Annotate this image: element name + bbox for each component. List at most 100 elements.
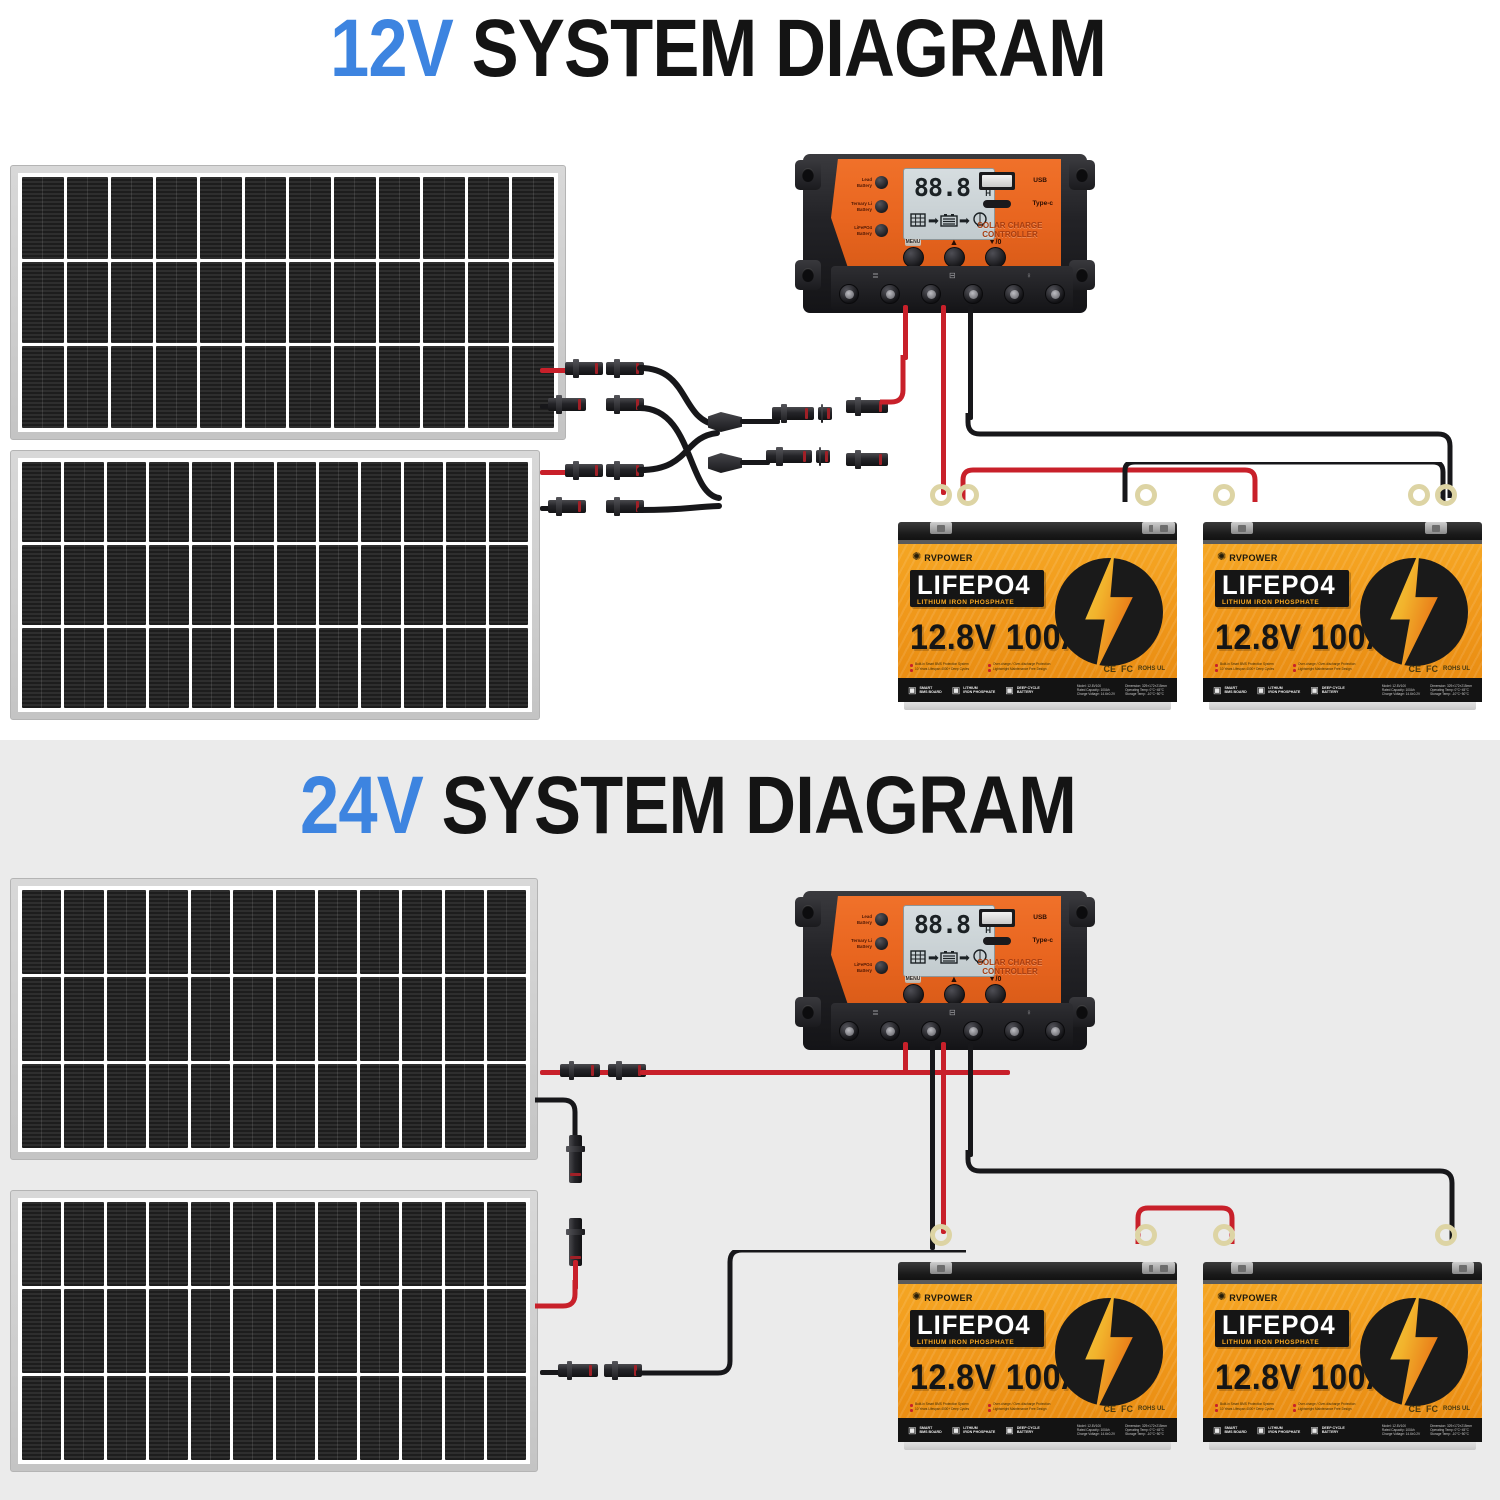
lcd-unit-hours: H bbox=[985, 926, 991, 935]
battery-specs-left: Model: 12.8V100 Rated Capacity: 100Ah Ch… bbox=[1382, 684, 1420, 697]
sun-icon: ✺ bbox=[1217, 551, 1227, 563]
terminal-load-positive[interactable] bbox=[1003, 284, 1024, 304]
solar-cell bbox=[148, 890, 188, 974]
solar-cell bbox=[64, 628, 104, 708]
lcd-value: 88.8 bbox=[913, 910, 971, 939]
terminal-pv-negative[interactable] bbox=[880, 284, 901, 304]
menu-button[interactable]: MENU bbox=[899, 239, 927, 268]
sun-icon: ✺ bbox=[1217, 1291, 1227, 1303]
terminal-load-positive[interactable] bbox=[1003, 1021, 1024, 1041]
up-button-dot[interactable] bbox=[943, 247, 965, 268]
led-indicator bbox=[875, 176, 888, 189]
battery-terminal-lug bbox=[1231, 522, 1253, 534]
down-button[interactable]: ▼/0 bbox=[981, 239, 1009, 268]
down-button-dot[interactable] bbox=[984, 247, 1006, 268]
battery-bullet: 10 Years Lifespan 4000+ Deep Cycles bbox=[1215, 667, 1287, 672]
controller-buttons: MENU ▲ ▼/0 bbox=[899, 237, 1009, 268]
feature-line2: IRON PHOSPHATE bbox=[963, 1430, 996, 1434]
solar-cell bbox=[191, 1202, 231, 1286]
title-rest-24v: SYSTEM DIAGRAM bbox=[422, 760, 1077, 851]
feature-line2: BATTERY bbox=[1321, 1430, 1339, 1434]
solar-cell bbox=[148, 1064, 188, 1148]
led-indicator bbox=[875, 961, 888, 974]
cycle-icon: ▣ bbox=[1005, 1424, 1014, 1435]
feature-line1: LITHIUM bbox=[1268, 1425, 1283, 1430]
solar-cell bbox=[22, 545, 62, 625]
solar-cell bbox=[378, 177, 421, 259]
solar-cell bbox=[361, 545, 401, 625]
terminal-battery-positive[interactable] bbox=[921, 1021, 942, 1041]
ring-terminal bbox=[957, 484, 979, 506]
terminal-load-negative[interactable] bbox=[1044, 1021, 1065, 1041]
spec-line: Operating Temp: 0°C~45°C bbox=[1125, 1427, 1164, 1432]
down-button-dot[interactable] bbox=[984, 984, 1006, 1005]
pv-positive-run-to-controller bbox=[640, 1070, 1010, 1075]
solar-cell bbox=[402, 1376, 442, 1460]
terminal-pv-positive[interactable] bbox=[839, 284, 859, 304]
solar-cell bbox=[334, 261, 376, 344]
usb-port-label: USB bbox=[1033, 914, 1047, 921]
spec-line: Model: 12.8V100 bbox=[1381, 1423, 1407, 1428]
solar-cell bbox=[402, 1202, 442, 1286]
feature-line1: LITHIUM bbox=[963, 1425, 978, 1430]
terminal-pv-negative[interactable] bbox=[880, 1021, 901, 1041]
menu-button-dot[interactable] bbox=[902, 247, 924, 268]
solar-cell bbox=[402, 1289, 442, 1373]
up-button-dot[interactable] bbox=[943, 984, 965, 1005]
usb-port[interactable] bbox=[979, 909, 1015, 927]
solar-cell bbox=[233, 890, 273, 974]
feature-line2: IRON PHOSPHATE bbox=[1268, 1430, 1301, 1434]
terminal-pv-positive[interactable] bbox=[839, 1021, 859, 1041]
certification-marks: CE FC ROHS UL bbox=[1408, 664, 1470, 674]
battery-bullet: 10 Years Lifespan 4000+ Deep Cycles bbox=[910, 1407, 982, 1412]
battery-top-cover bbox=[898, 1262, 1177, 1284]
up-button-cap: ▲ bbox=[949, 237, 959, 247]
terminal-load-negative[interactable] bbox=[1044, 284, 1065, 304]
terminal-strip: ≣ ⊟ ♀ bbox=[831, 266, 1073, 310]
type-c-port[interactable] bbox=[983, 937, 1011, 945]
mode-label-line2: Battery bbox=[856, 230, 872, 236]
battery-model-badge: LIFEPO4 LITHIUM IRON PHOSPHATE bbox=[1215, 570, 1349, 607]
pv-negative-to-controller bbox=[930, 1042, 935, 1250]
panel4-negative-lead bbox=[540, 1370, 562, 1375]
menu-button[interactable]: MENU bbox=[899, 976, 927, 1005]
lightning-bolt-icon bbox=[1085, 550, 1133, 674]
menu-button-dot[interactable] bbox=[902, 984, 924, 1005]
terminal-battery-positive[interactable] bbox=[921, 284, 942, 304]
solar-panel-icon bbox=[908, 210, 928, 230]
solar-cell bbox=[444, 1064, 484, 1148]
type-c-port[interactable] bbox=[983, 200, 1011, 208]
battery-brand-logo: ✺ RVPOWER bbox=[912, 552, 973, 563]
panel1-negative-lead bbox=[540, 404, 550, 409]
terminal-battery-negative[interactable] bbox=[962, 284, 983, 304]
usb-port[interactable] bbox=[979, 172, 1015, 190]
battery-specs-right: Dimension: 329×172×215mm Operating Temp:… bbox=[1125, 1424, 1167, 1437]
up-button[interactable]: ▲ bbox=[940, 237, 968, 268]
terminal-battery-negative[interactable] bbox=[962, 1021, 983, 1041]
solar-panel-cells bbox=[18, 1198, 530, 1464]
solar-cell bbox=[111, 261, 153, 344]
down-button[interactable]: ▼/0 bbox=[981, 976, 1009, 1005]
solar-cell bbox=[512, 177, 554, 259]
solar-panel-cells bbox=[18, 173, 558, 432]
mc4-connector bbox=[818, 404, 832, 423]
battery-top-cover bbox=[1153, 522, 1482, 544]
solar-cell bbox=[275, 1376, 315, 1460]
solar-cell bbox=[402, 977, 442, 1061]
spec-line: Storage Temp: -10°C~50°C bbox=[1125, 1432, 1164, 1437]
solar-cell bbox=[486, 1376, 526, 1460]
mc4-connector bbox=[558, 1361, 598, 1380]
solar-cell bbox=[360, 1064, 400, 1148]
solar-cell bbox=[488, 462, 528, 542]
up-button[interactable]: ▲ bbox=[940, 975, 968, 1005]
